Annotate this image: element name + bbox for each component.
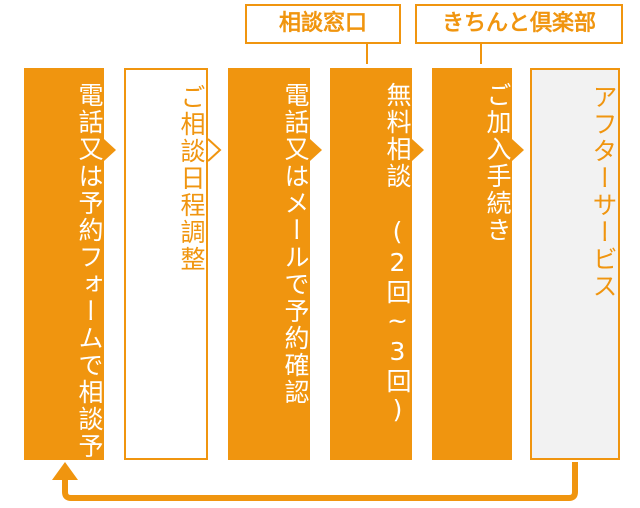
- chevron-right-icon: [207, 138, 222, 162]
- step-booking-request: 電話又は予約フォームで相談予約: [24, 68, 104, 487]
- callout-kichinto-club: きちんと倶楽部: [415, 4, 623, 44]
- step-booking-confirmation-label: 電話又はメールで予約確認: [281, 82, 310, 406]
- step-free-consultation-label: 無料相談 (2回~3回): [383, 82, 412, 426]
- chevron-right-icon: [310, 139, 322, 161]
- return-arrow-icon: [52, 462, 578, 501]
- callout-consultation-desk-label: 相談窓口: [278, 11, 367, 36]
- step-after-service: アフターサービス: [530, 68, 620, 460]
- step-after-service-label: アフターサービス: [589, 84, 618, 300]
- chevron-right-icon: [512, 139, 524, 161]
- chevron-right-icon: [104, 139, 116, 161]
- step-schedule-adjustment: ご相談日程調整: [124, 68, 208, 460]
- step-schedule-adjustment-label: ご相談日程調整: [177, 84, 206, 273]
- step-booking-request-label: 電話又は予約フォームで相談予約: [75, 82, 104, 487]
- callout-consultation-desk-connector: [366, 44, 368, 64]
- step-booking-confirmation: 電話又はメールで予約確認: [228, 68, 310, 460]
- step-enrollment-label: ご加入手続き: [483, 82, 512, 244]
- callout-kichinto-club-connector: [480, 44, 482, 64]
- step-free-consultation: 無料相談 (2回~3回): [330, 68, 412, 460]
- callout-kichinto-club-label: きちんと倶楽部: [441, 11, 596, 36]
- step-enrollment: ご加入手続き: [432, 68, 512, 460]
- callout-consultation-desk: 相談窓口: [245, 4, 401, 44]
- chevron-right-icon: [412, 139, 424, 161]
